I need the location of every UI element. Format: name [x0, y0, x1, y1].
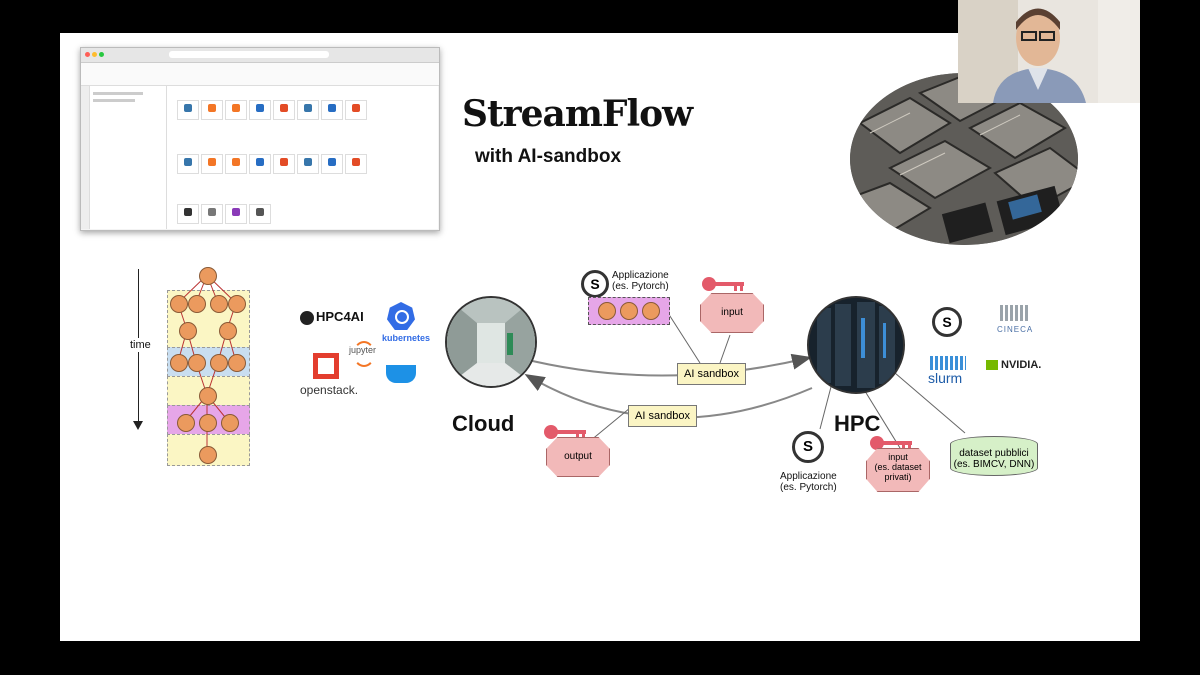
launcher-tile — [345, 100, 367, 120]
launcher-tile — [201, 100, 223, 120]
key-icon-input-private — [870, 436, 914, 450]
workflow-node — [179, 322, 197, 340]
webcam-art — [958, 0, 1140, 103]
hpc4ai-logo-text: HPC4AI — [316, 309, 364, 324]
jupyter-icon — [353, 341, 375, 367]
launcher-tile — [201, 154, 223, 174]
streamflow-s-icon-bottom: S — [792, 431, 824, 463]
jupyter-screenshot-thumbnail — [80, 47, 440, 231]
nvidia-eye-icon — [986, 360, 998, 370]
workflow-node — [219, 322, 237, 340]
hpc-photo-art — [809, 298, 903, 392]
launcher-tile — [201, 204, 223, 224]
launcher-tile — [249, 100, 271, 120]
slurm-icon — [930, 356, 966, 370]
input-node-top: input — [700, 293, 764, 333]
app-label-top: Applicazione (es. Pytorch) — [612, 270, 669, 292]
time-label: time — [128, 338, 153, 352]
workflow-node — [199, 446, 217, 464]
launcher-tile — [177, 100, 199, 120]
workflow-node — [210, 295, 228, 313]
cloud-datacenter-photo — [445, 296, 537, 388]
launcher-tile — [249, 204, 271, 224]
nvidia-logo-text: NVIDIA. — [1001, 359, 1042, 371]
hpc-supercomputer-photo — [807, 296, 905, 394]
workflow-node — [199, 267, 217, 285]
workflow-node — [221, 414, 239, 432]
hpc4ai-icon — [300, 310, 314, 325]
openstack-logo-text: openstack. — [300, 383, 359, 397]
app-label-bottom: Applicazione (es. Pytorch) — [780, 471, 837, 493]
workflow-node — [199, 387, 217, 405]
cloud-label: Cloud — [452, 411, 515, 436]
time-arrow-head — [133, 421, 143, 430]
slurm-logo-text: slurm — [928, 370, 963, 386]
file-browser-panel — [90, 86, 167, 229]
ai-sandbox-note-top: AI sandbox — [677, 363, 747, 385]
launcher-tile — [297, 100, 319, 120]
workflow-node — [188, 295, 206, 313]
presenter-webcam — [958, 0, 1140, 103]
launcher-tile — [177, 154, 199, 174]
launcher-tile — [177, 204, 199, 224]
launcher-tile — [345, 154, 367, 174]
launcher-tile — [273, 154, 295, 174]
slide-title: StreamFlow — [462, 93, 693, 135]
workflow-node — [188, 354, 206, 372]
browser-titlebar — [81, 48, 439, 63]
workflow-node — [228, 354, 246, 372]
presentation-slide: StreamFlow with AI-sandbox — [60, 33, 1140, 641]
input-private-node: input (es. dataset privati) — [866, 448, 930, 492]
launcher-tile — [297, 154, 319, 174]
diagram-arrows — [519, 312, 966, 449]
hpc4ai-logo: HPC4AI — [300, 309, 364, 325]
workflow-node — [177, 414, 195, 432]
streamflow-s-icon-right: S — [932, 307, 962, 337]
workflow-node — [170, 295, 188, 313]
workflow-node — [210, 354, 228, 372]
key-icon-input-top — [702, 277, 746, 291]
key-icon-output — [544, 425, 588, 439]
launcher-panel — [167, 86, 438, 229]
address-bar — [169, 51, 329, 58]
cloud-photo-art — [447, 298, 535, 386]
cineca-icon — [1000, 305, 1030, 321]
workflow-node — [170, 354, 188, 372]
ai-sandbox-note-bottom: AI sandbox — [628, 405, 698, 427]
browser-toolbar — [81, 63, 439, 86]
output-node: output — [546, 437, 610, 477]
launcher-tile — [249, 154, 271, 174]
dataset-public-cylinder: dataset pubblici (es. BIMCV, DNN) — [950, 436, 1038, 476]
streamflow-s-icon-top: S — [581, 270, 609, 298]
launcher-tile — [225, 100, 247, 120]
jupyter-sidebar — [81, 86, 90, 229]
app-container-top — [588, 297, 670, 325]
cineca-logo-text: CINECA — [997, 325, 1034, 334]
kubernetes-logo-text: kubernetes — [382, 333, 431, 343]
openstack-icon — [313, 353, 339, 379]
launcher-tile — [273, 100, 295, 120]
hpc-label: HPC — [834, 411, 881, 436]
launcher-tile — [225, 204, 247, 224]
launcher-tile — [321, 154, 343, 174]
workflow-node — [228, 295, 246, 313]
workflow-node — [199, 414, 217, 432]
launcher-tile — [225, 154, 247, 174]
slide-subtitle: with AI-sandbox — [475, 146, 622, 167]
launcher-tile — [321, 100, 343, 120]
docker-icon — [386, 365, 416, 383]
